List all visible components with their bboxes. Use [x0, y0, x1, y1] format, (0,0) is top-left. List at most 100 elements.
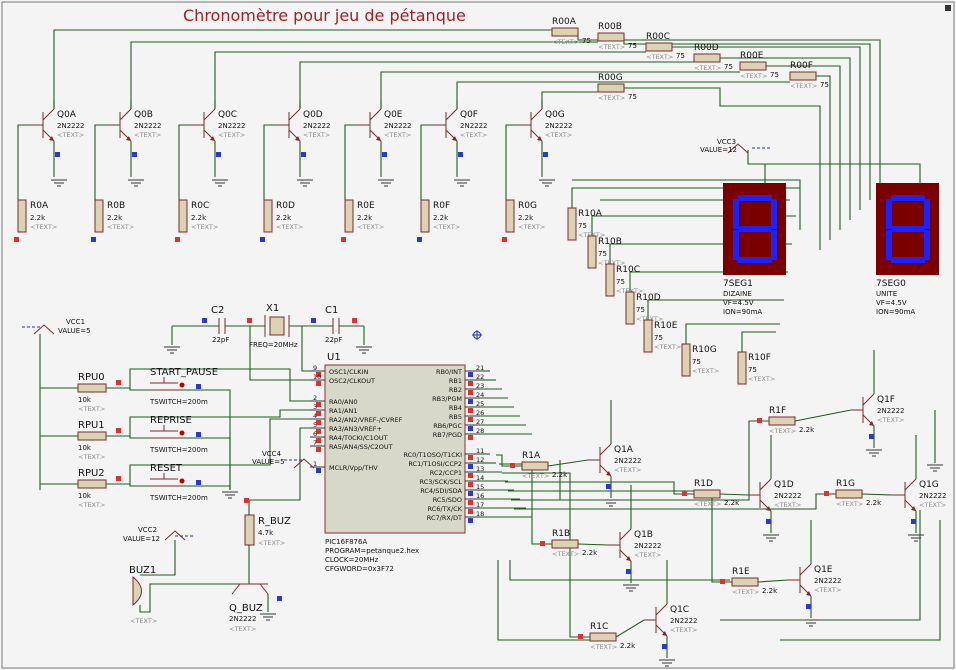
- resistor-r10a-text: <TEXT>: [578, 231, 605, 239]
- pin-marker: [806, 604, 811, 609]
- u1-cfgword: CFGWORD=0x3F72: [325, 565, 394, 573]
- resistor-r1g-ref: R1G: [836, 479, 855, 489]
- transistor-q1c-ref: Q1C: [670, 605, 689, 615]
- buzzer-buz1[interactable]: BUZ1 <TEXT>: [129, 565, 157, 625]
- capacitor-c2[interactable]: C2 22pF: [211, 305, 229, 344]
- pin-marker: [468, 408, 473, 413]
- ground-icon: [356, 346, 372, 354]
- resistor-r00b-ref: R00B: [598, 22, 622, 32]
- resistor-r1c-text: <TEXT>: [590, 643, 617, 651]
- sheet-corner-mark: [945, 5, 951, 11]
- 7seg1-name: DIZAINE: [723, 290, 752, 298]
- wire: [720, 510, 921, 621]
- ground-icon: [164, 346, 180, 354]
- transistor-q1b-ref: Q1B: [634, 530, 653, 540]
- pin-marker: [244, 498, 249, 503]
- ground-icon: [222, 491, 238, 499]
- resistor-r-buz[interactable]: R_BUZ 4.7k <TEXT>: [244, 514, 291, 547]
- capacitor-c1[interactable]: C1 22pF: [325, 305, 342, 344]
- display-7seg1[interactable]: 7SEG1 DIZAINE VF=4.5V ION=90mA: [723, 183, 786, 316]
- r-buz-ref: R_BUZ: [258, 516, 291, 527]
- crystal-x1[interactable]: X1 FREQ=20MHz: [249, 303, 298, 349]
- vcc1-terminal[interactable]: VCC1 VALUE=5: [22, 318, 91, 335]
- pin-marker: [216, 152, 221, 157]
- pin-marker: [468, 518, 473, 523]
- resistor-r1a-ref: R1A: [522, 451, 541, 461]
- vcc2-terminal[interactable]: VCC2 VALUE=12: [123, 526, 195, 543]
- pullup-text: <TEXT>: [78, 405, 105, 413]
- resistor-r10a-ref: R10A: [578, 209, 603, 219]
- resistor-r0d-text: <TEXT>: [276, 223, 303, 231]
- pullup-value: 10k: [78, 444, 92, 452]
- transistor-q0a-text: <TEXT>: [57, 131, 84, 139]
- transistor-q1f-type: 2N2222: [877, 407, 905, 415]
- wire: [214, 51, 646, 109]
- transistor-q0a-ref: Q0A: [57, 110, 77, 120]
- vcc1-ref: VCC1: [66, 318, 85, 326]
- transistor-q0e-type: 2N2222: [384, 122, 412, 130]
- transistor-q-buz[interactable]: Q_BUZ 2N2222 <TEXT>: [229, 583, 269, 633]
- pin-marker: [468, 455, 473, 460]
- transistor-q0d-text: <TEXT>: [303, 131, 330, 139]
- vcc3-terminal[interactable]: VCC3 VALUE=12: [700, 138, 772, 154]
- u1-pic16f876a[interactable]: U1 PIC16F876A PROGRAM=petanque2.hex CLOC…: [310, 352, 484, 573]
- pin-marker: [468, 372, 473, 377]
- display-7seg0[interactable]: 7SEG0 UNITE VF=4.5V ION=90mA: [876, 183, 939, 316]
- vcc4-terminal[interactable]: VCC4 VALUE=5: [252, 450, 315, 469]
- wire: [741, 331, 776, 352]
- ground-icon: [539, 179, 555, 187]
- resistor-r1a-text: <TEXT>: [522, 472, 549, 480]
- transistor-q0c-type: 2N2222: [218, 122, 246, 130]
